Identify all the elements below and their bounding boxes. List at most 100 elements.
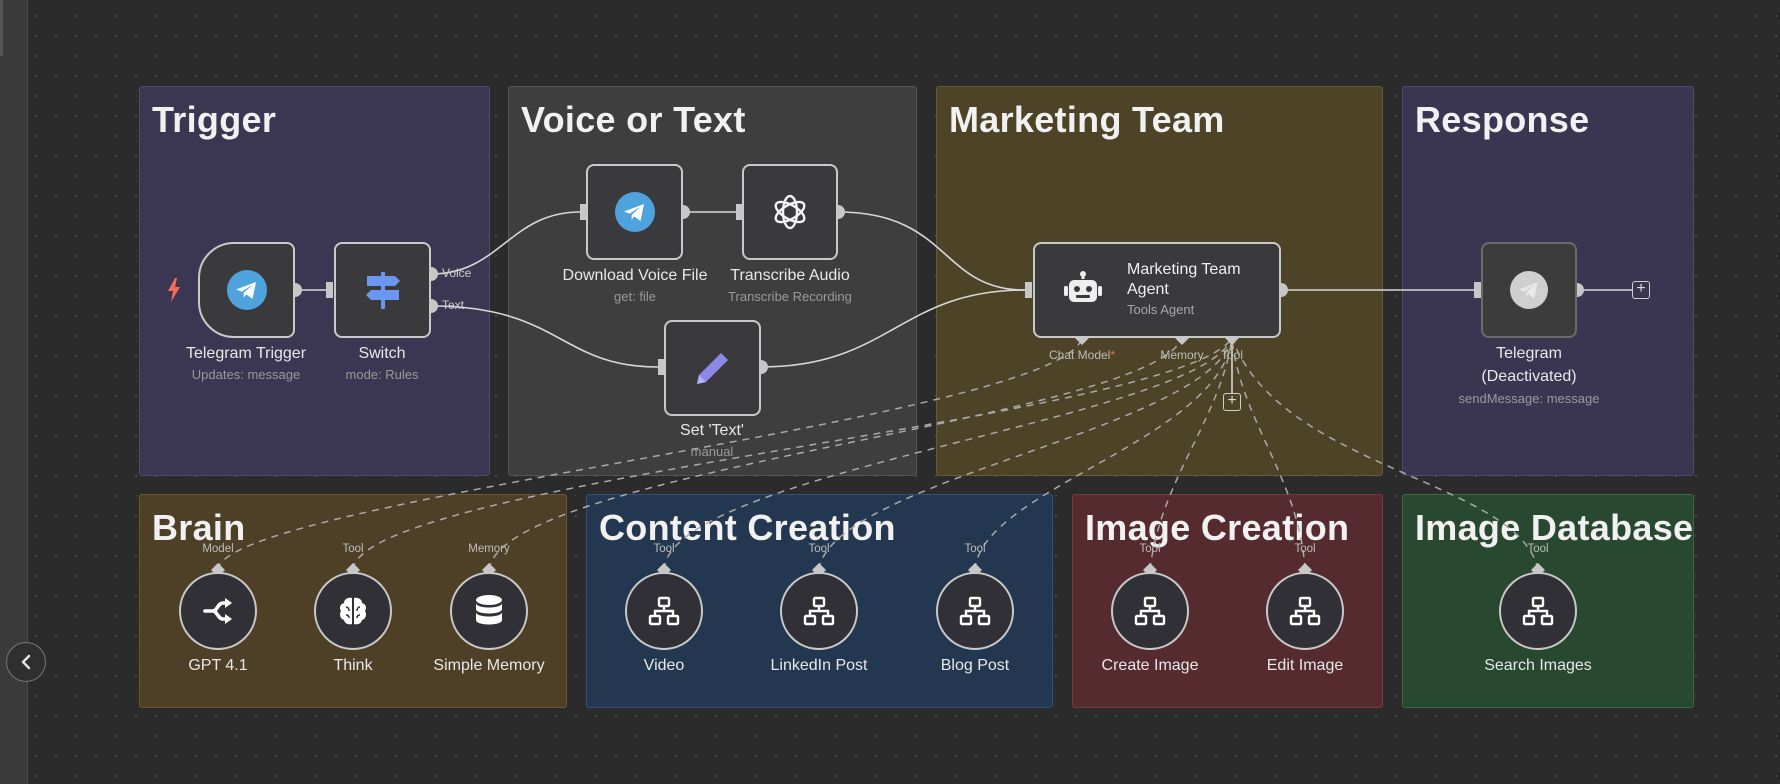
- node-think[interactable]: [314, 572, 392, 650]
- group-title: Marketing Team: [949, 99, 1225, 140]
- node-label: LinkedIn Post: [770, 657, 868, 674]
- node-label: Telegram: [1496, 345, 1562, 362]
- node-label: Transcribe Audio: [730, 267, 850, 284]
- workflow-icon: [803, 596, 835, 626]
- group-title: Voice or Text: [521, 99, 746, 140]
- group-trigger[interactable]: Trigger: [139, 86, 490, 476]
- connection-create-tool: [1149, 337, 1233, 571]
- openai-icon: [774, 194, 806, 230]
- port-label-memory: Memory: [1160, 348, 1204, 362]
- group-marketing-team[interactable]: Marketing Team: [936, 86, 1383, 476]
- connection-search-tool: [1231, 337, 1539, 571]
- node-subtitle: Updates: message: [191, 367, 301, 382]
- node-subtitle: get: file: [614, 289, 656, 304]
- input-handle: [658, 359, 665, 375]
- database-icon: [476, 595, 502, 625]
- node-subtitle: mode: Rules: [345, 367, 419, 382]
- node-download-voice-file[interactable]: [586, 164, 683, 260]
- telegram-icon: [1510, 271, 1548, 309]
- connection-voice-download: [430, 211, 581, 275]
- group-title: Image Database: [1415, 507, 1694, 548]
- node-label: Download Voice File: [562, 267, 708, 284]
- node-video[interactable]: [625, 572, 703, 650]
- workflow-icon: [959, 596, 991, 626]
- port-label: Tool: [1527, 543, 1549, 555]
- node-search-images[interactable]: [1499, 572, 1577, 650]
- node-switch[interactable]: [334, 242, 431, 338]
- connection-video-tool: [663, 337, 1233, 571]
- group-title: Response: [1415, 99, 1590, 140]
- node-simple-memory[interactable]: [450, 572, 528, 650]
- node-transcribe-audio[interactable]: [742, 164, 838, 260]
- node-subtitle: Tools Agent: [1127, 302, 1195, 317]
- port-label: Tool: [653, 543, 675, 555]
- node-subtitle: Transcribe Recording: [728, 289, 852, 304]
- workflow-icon: [1522, 596, 1554, 626]
- port-label: Model: [202, 543, 234, 555]
- node-marketing-team-agent[interactable]: Marketing Team Agent Tools Agent: [1033, 242, 1281, 338]
- add-tool-button[interactable]: +: [1223, 393, 1241, 411]
- group-title: Brain: [152, 507, 246, 548]
- port-label: Tool: [1139, 543, 1161, 555]
- node-label: Telegram Trigger: [185, 345, 307, 362]
- group-title: Trigger: [152, 99, 277, 140]
- port-label: Tool: [1294, 543, 1316, 555]
- sidebar-notch: [0, 0, 3, 56]
- node-label: GPT 4.1: [188, 657, 248, 674]
- node-linkedin-post[interactable]: [780, 572, 858, 650]
- node-label: Set 'Text': [680, 422, 744, 439]
- openrouter-icon: [203, 598, 232, 624]
- group-image-database[interactable]: Image Database: [1402, 494, 1694, 708]
- output-label-voice: Voice: [442, 266, 472, 280]
- connection-memory-memory: [488, 337, 1183, 571]
- node-label: Marketing Team: [1127, 261, 1241, 278]
- workflow-icon: [1134, 596, 1166, 626]
- connection-gpt-chatmodel: [217, 337, 1083, 571]
- node-gpt-4-1[interactable]: [179, 572, 257, 650]
- node-label: Search Images: [1484, 657, 1592, 674]
- node-label: Blog Post: [940, 657, 1010, 674]
- node-label: Think: [333, 657, 373, 674]
- brain-icon: [340, 597, 366, 625]
- workflow-icon: [648, 596, 680, 626]
- output-label-text: Text: [442, 298, 465, 312]
- node-create-image[interactable]: [1111, 572, 1189, 650]
- node-label: Video: [643, 657, 685, 674]
- node-edit-image[interactable]: [1266, 572, 1344, 650]
- chevron-left-icon: [21, 654, 31, 670]
- connection-edit-tool: [1231, 337, 1306, 571]
- port-label-chat-model: Chat Model*: [1048, 348, 1116, 362]
- node-blog-post[interactable]: [936, 572, 1014, 650]
- group-title: Content Creation: [599, 507, 896, 548]
- node-label: (Deactivated): [1481, 368, 1577, 385]
- connection-transcribe-agent: [837, 211, 1026, 291]
- input-handle: [1474, 282, 1481, 298]
- signpost-icon: [365, 272, 400, 309]
- connection-think-tool: [352, 337, 1233, 571]
- collapse-panel-button[interactable]: [6, 642, 46, 682]
- node-label: Agent: [1127, 281, 1169, 298]
- telegram-icon: [614, 192, 655, 232]
- port-label: Tool: [964, 543, 986, 555]
- input-handle: [736, 204, 743, 220]
- node-label: Edit Image: [1266, 657, 1344, 674]
- node-label: Create Image: [1101, 657, 1199, 674]
- connection-text-set: [430, 305, 659, 368]
- node-telegram-response[interactable]: [1481, 242, 1577, 338]
- port-label: Tool: [342, 543, 364, 555]
- input-handle: [580, 204, 587, 220]
- port-label-tool: Tool: [1220, 348, 1244, 362]
- connection-set-agent: [760, 289, 1026, 368]
- node-label: Switch: [358, 345, 406, 362]
- trigger-bolt-icon: [168, 278, 180, 302]
- node-subtitle: sendMessage: message: [1458, 391, 1600, 406]
- node-set-text[interactable]: [664, 320, 761, 416]
- input-handle: [326, 282, 333, 298]
- add-node-button[interactable]: +: [1632, 281, 1650, 299]
- port-label: Tool: [808, 543, 830, 555]
- group-title: Image Creation: [1085, 507, 1350, 548]
- node-telegram-trigger[interactable]: [198, 242, 295, 338]
- telegram-icon: [226, 270, 267, 310]
- connection-blog-tool: [974, 337, 1233, 571]
- workflow-icon: [1289, 596, 1321, 626]
